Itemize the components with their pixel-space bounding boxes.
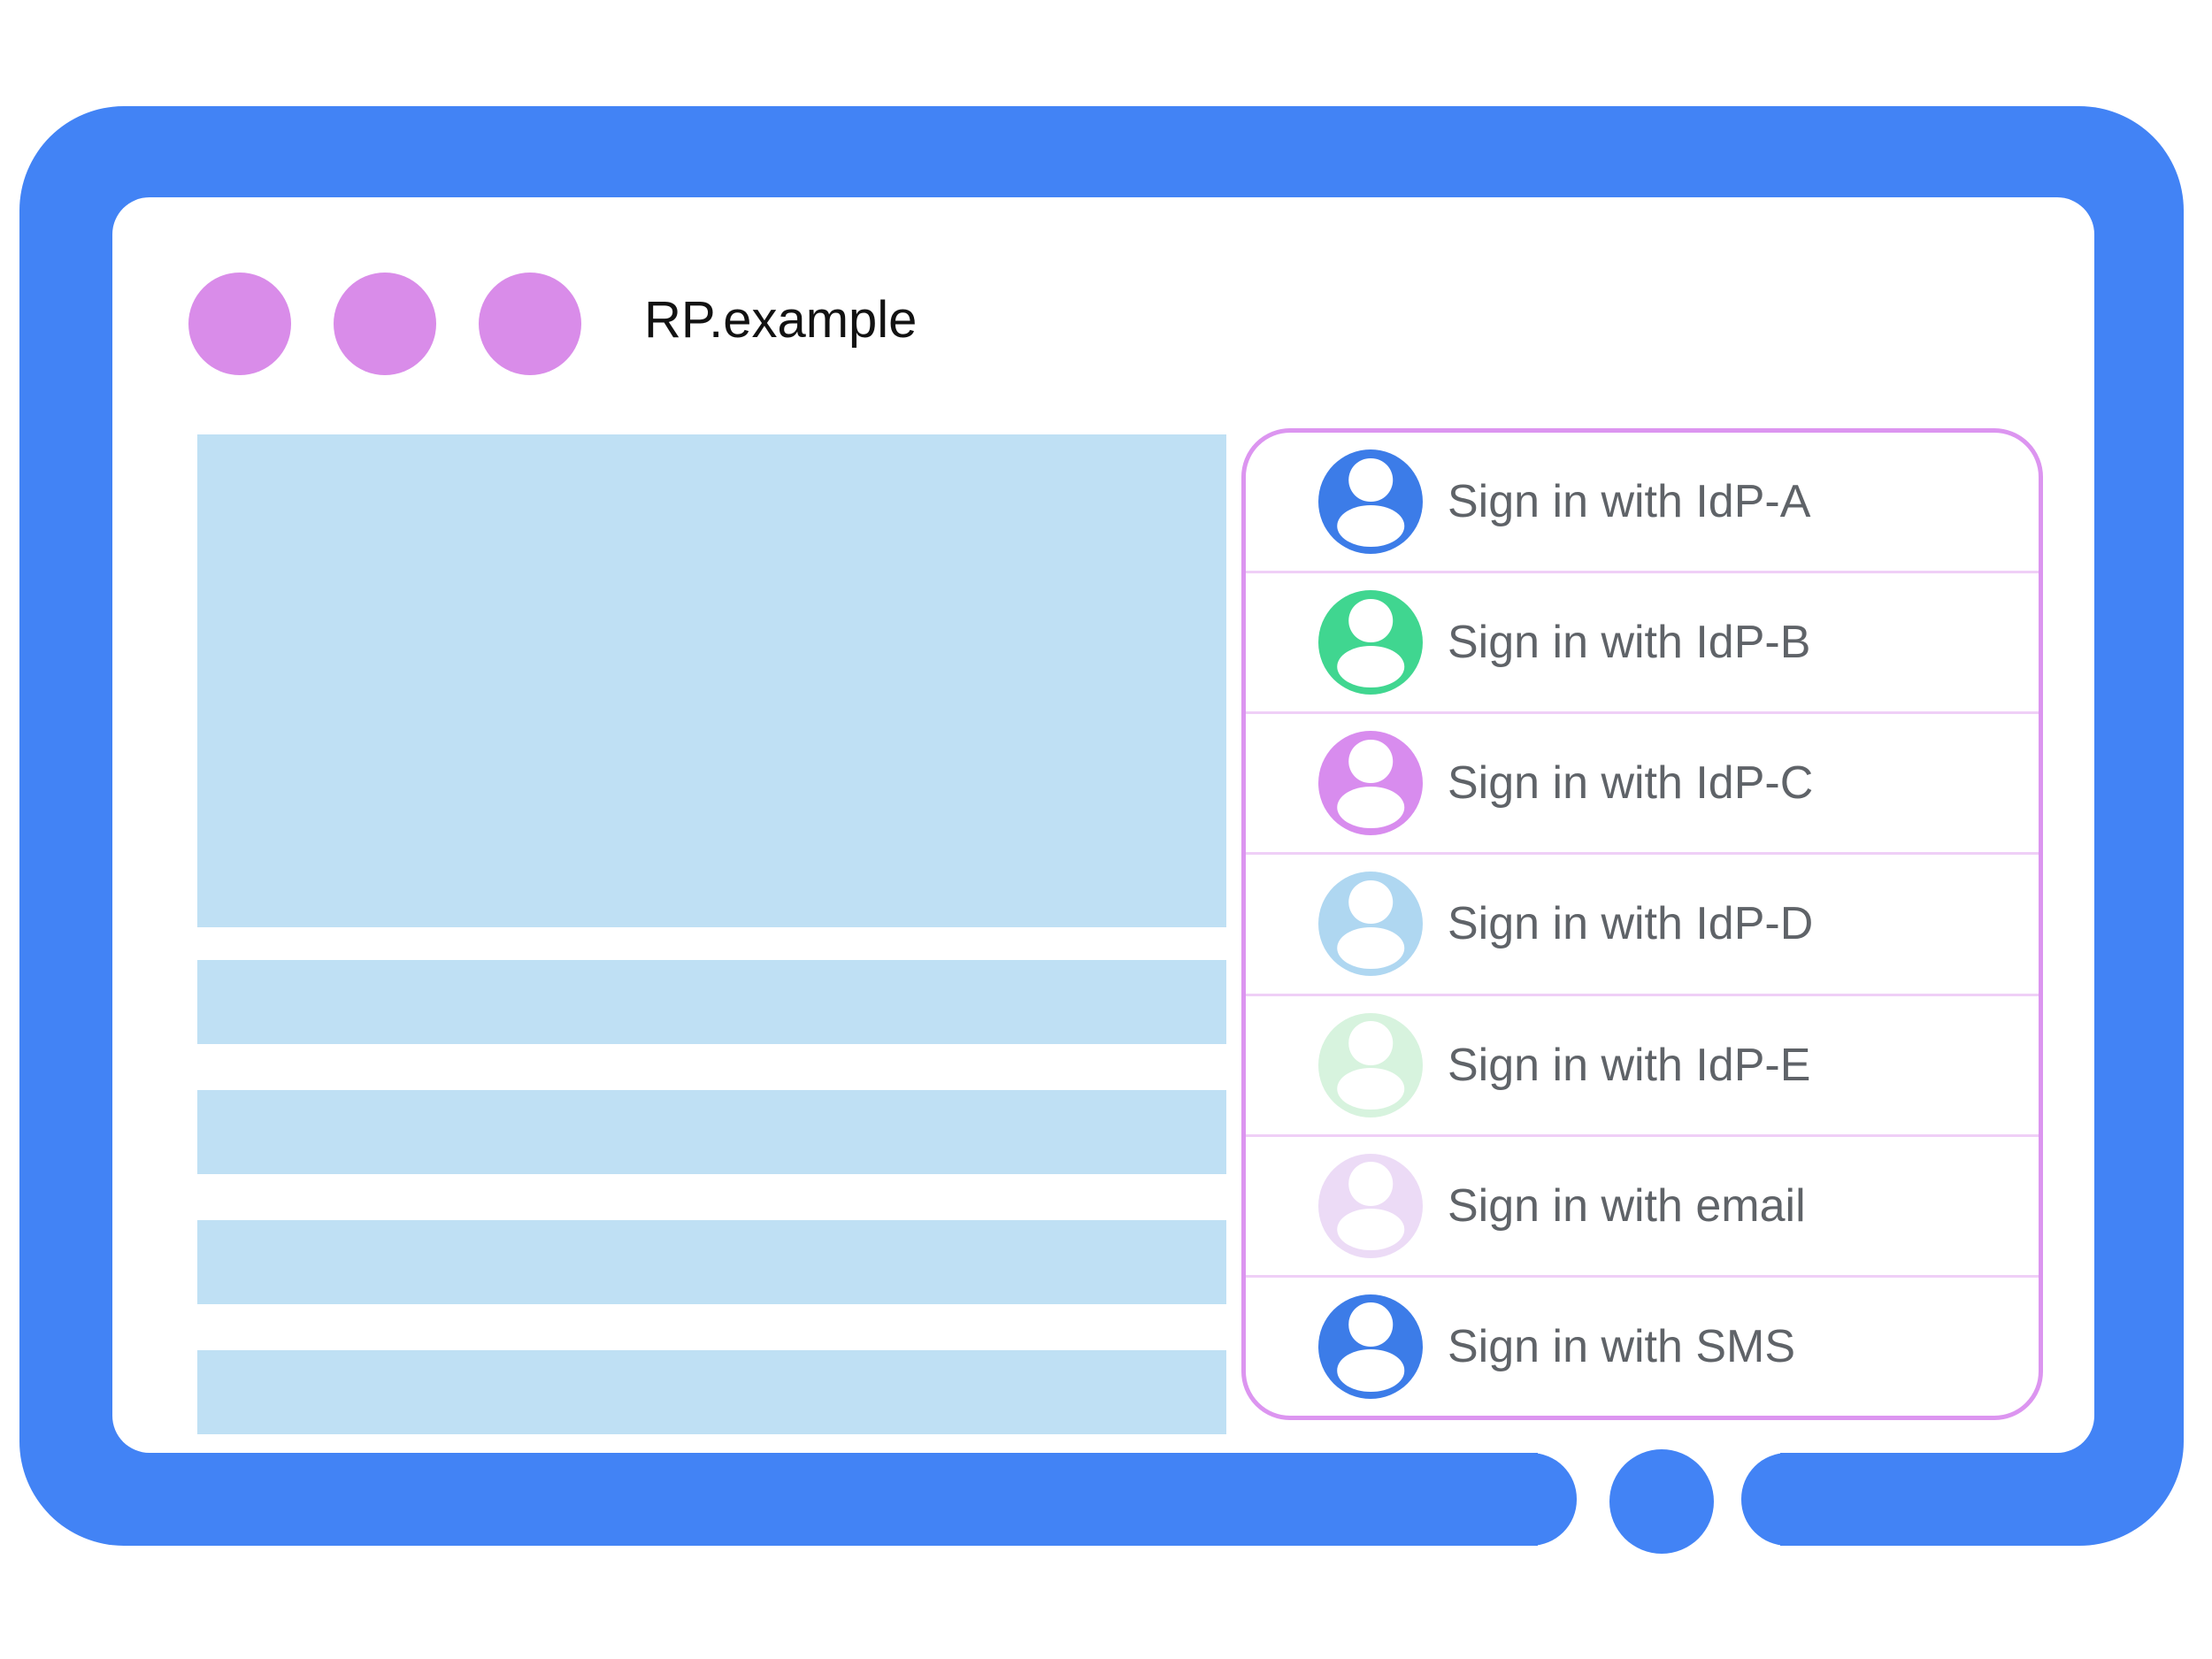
avatar-torso (1337, 645, 1404, 687)
avatar-head (1348, 879, 1393, 925)
signin-item-label: Sign in with email (1448, 1179, 1806, 1232)
avatar-torso (1337, 1068, 1404, 1110)
person-avatar-icon (1318, 590, 1423, 695)
avatar-head (1348, 1302, 1393, 1347)
avatar-torso (1337, 1349, 1404, 1392)
person-avatar-icon (1318, 731, 1423, 836)
text-line-placeholder (197, 960, 1226, 1044)
signin-item-label: Sign in with IdP-E (1448, 1039, 1811, 1091)
avatar-torso (1337, 786, 1404, 829)
frame-bottom-cap-right (1741, 1453, 1936, 1546)
signin-item-label: Sign in with SMS (1448, 1320, 1796, 1372)
signin-item-email[interactable]: Sign in with email (1246, 1133, 2039, 1275)
signin-item-idp-a[interactable]: Sign in with IdP-A (1246, 433, 2039, 571)
avatar-torso (1337, 927, 1404, 970)
frame-bottom-dot (1609, 1449, 1714, 1554)
avatar-head (1348, 598, 1393, 643)
frame-bottom-cap-left (1382, 1453, 1577, 1546)
window-control-dot (479, 273, 581, 375)
text-line-placeholder (197, 1220, 1226, 1304)
avatar-head (1348, 1021, 1393, 1065)
signin-item-idp-b[interactable]: Sign in with IdP-B (1246, 571, 2039, 711)
text-line-placeholder (197, 1090, 1226, 1174)
signin-item-label: Sign in with IdP-C (1448, 757, 1814, 810)
window-control-dot (188, 273, 291, 375)
text-line-placeholders (197, 960, 1226, 1480)
person-avatar-icon (1318, 872, 1423, 977)
hero-placeholder-block (197, 434, 1226, 927)
signin-item-idp-e[interactable]: Sign in with IdP-E (1246, 993, 2039, 1134)
page-title: RP.example (644, 291, 918, 349)
signin-item-label: Sign in with IdP-A (1448, 476, 1811, 528)
person-avatar-icon (1318, 1294, 1423, 1399)
avatar-torso (1337, 504, 1404, 547)
signin-item-idp-d[interactable]: Sign in with IdP-D (1246, 852, 2039, 993)
person-avatar-icon (1318, 1012, 1423, 1118)
avatar-head (1348, 739, 1393, 784)
signin-item-sms[interactable]: Sign in with SMS (1246, 1274, 2039, 1416)
text-line-placeholder (197, 1350, 1226, 1434)
window-control-dot (334, 273, 436, 375)
signin-item-label: Sign in with IdP-D (1448, 898, 1814, 950)
window-controls (188, 273, 581, 375)
signin-panel: Sign in with IdP-A Sign in with IdP-B Si… (1241, 428, 2043, 1420)
person-avatar-icon (1318, 449, 1423, 555)
avatar-head (1348, 457, 1393, 503)
person-avatar-icon (1318, 1153, 1423, 1258)
avatar-torso (1337, 1209, 1404, 1251)
signin-item-label: Sign in with IdP-B (1448, 617, 1811, 669)
signin-item-idp-c[interactable]: Sign in with IdP-C (1246, 711, 2039, 852)
avatar-head (1348, 1162, 1393, 1206)
